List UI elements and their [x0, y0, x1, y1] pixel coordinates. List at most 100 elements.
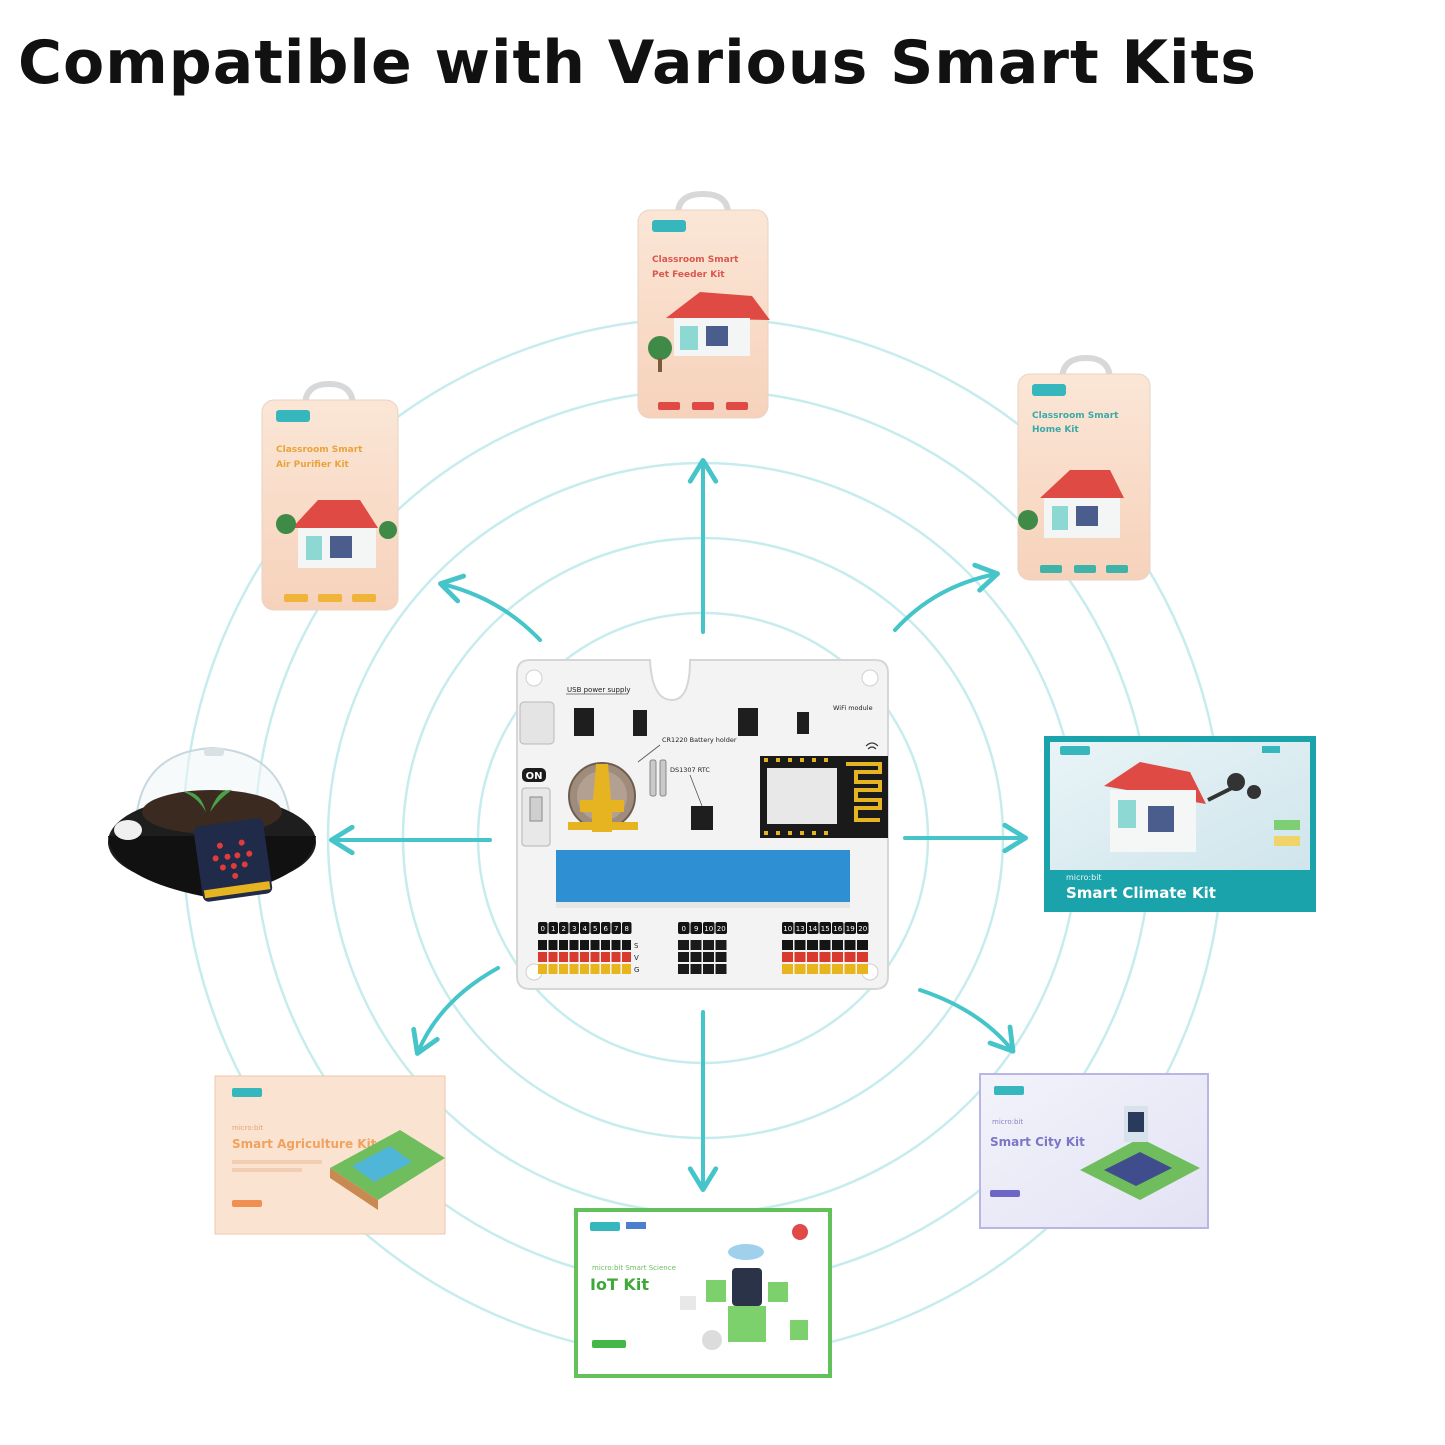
pin-label: 9 [694, 925, 698, 933]
header-pin [580, 964, 589, 974]
pin-box [715, 922, 727, 934]
pin-box [622, 922, 632, 934]
on-label: ON [526, 771, 543, 782]
header-pin [794, 940, 806, 950]
header-pin [703, 952, 714, 962]
smart-agriculture-name: Smart Agriculture Kit [232, 1137, 377, 1151]
header-pin [844, 940, 856, 950]
kit-iot: micro:bit Smart Science IoT Kit [574, 1208, 832, 1378]
header-pin [715, 952, 727, 962]
header-pin [819, 952, 831, 962]
header-pin [622, 940, 631, 950]
pin-box [807, 922, 819, 934]
header-pin [569, 952, 579, 962]
smart-climate-small: micro:bit [1066, 873, 1102, 882]
microbit-slot [556, 850, 850, 902]
pin-box [690, 922, 702, 934]
smart-city-small: micro:bit [992, 1118, 1023, 1126]
center-board: USB power supply ON CR1220 Battery holde… [516, 659, 889, 990]
arrows [329, 458, 1028, 1192]
header-pin [844, 952, 856, 962]
header-pin [703, 940, 714, 950]
pin-box [559, 922, 569, 934]
arrow-upper-right [893, 562, 1000, 632]
pin-box [601, 922, 611, 934]
pin-box [611, 922, 621, 934]
header-pin [782, 964, 793, 974]
iot-small: micro:bit Smart Science [592, 1264, 676, 1272]
pin-box [819, 922, 831, 934]
pin-label: 15 [821, 925, 830, 933]
header-pin [590, 964, 600, 974]
header-pin [569, 964, 579, 974]
smart-home-title-1: Classroom Smart [1032, 411, 1119, 421]
header-pin [622, 952, 631, 962]
microbit-display [193, 818, 273, 902]
kit-smart-city: micro:bit Smart City Kit [979, 1073, 1209, 1229]
header-pin [611, 964, 621, 974]
header-pin [807, 940, 818, 950]
arrow-lower-right [918, 988, 1016, 1054]
pin-label: 0 [541, 925, 545, 933]
iot-name: IoT Kit [590, 1275, 649, 1294]
header-pin [569, 940, 579, 950]
header-pin [794, 952, 806, 962]
pin-label: 10 [783, 925, 792, 933]
pin-label: 20 [717, 925, 726, 933]
pin-label: 5 [593, 925, 597, 933]
header-pin [601, 940, 610, 950]
header-pin [832, 964, 843, 974]
svg-text:S: S [634, 942, 639, 950]
pin-box [569, 922, 579, 934]
pin-label: 7 [614, 925, 618, 933]
header-pin [857, 964, 868, 974]
pin-label: 16 [833, 925, 842, 933]
pin-label: 0 [682, 925, 686, 933]
pin-label: 2 [562, 925, 566, 933]
pin-label: 6 [604, 925, 609, 933]
pin-box [580, 922, 590, 934]
kit-air-purifier: Classroom Smart Air Purifier Kit [261, 380, 399, 611]
header-pin [601, 964, 610, 974]
header-pin [690, 952, 702, 962]
pin-label: 14 [808, 925, 817, 933]
header-pin [559, 940, 568, 950]
header-pin [559, 964, 568, 974]
header-pin [857, 940, 868, 950]
header-pin [538, 952, 547, 962]
kit-smart-climate: micro:bit Smart Climate Kit [1044, 736, 1316, 912]
pin-box [794, 922, 806, 934]
header-pin [678, 964, 689, 974]
pin-box [782, 922, 794, 934]
header-pin [690, 940, 702, 950]
header-pin [690, 964, 702, 974]
pet-feeder-title-2: Pet Feeder Kit [652, 270, 725, 280]
rtc-chip [691, 806, 713, 830]
header-pin [715, 964, 727, 974]
pin-label: 10 [704, 925, 713, 933]
smart-climate-name: Smart Climate Kit [1066, 884, 1216, 902]
smart-city-name: Smart City Kit [990, 1135, 1085, 1149]
header-pin [678, 952, 689, 962]
header-pin [857, 952, 868, 962]
pin-box [590, 922, 600, 934]
pin-box [548, 922, 558, 934]
page-title: Compatible with Various Smart Kits [18, 28, 1258, 98]
header-pin [832, 940, 843, 950]
rtc-label: DS1307 RTC [670, 766, 710, 774]
header-pin [590, 940, 600, 950]
pin-label: 4 [583, 925, 588, 933]
on-switch-label-bg [522, 768, 546, 782]
pin-box [703, 922, 715, 934]
header-pin [703, 964, 714, 974]
pin-label: 8 [625, 925, 629, 933]
header-pin [548, 952, 558, 962]
header-pin [611, 940, 621, 950]
pin-label: 20 [858, 925, 867, 933]
smart-home-title-2: Home Kit [1032, 425, 1079, 435]
header-pin [819, 964, 831, 974]
header-pin [844, 964, 856, 974]
header-pin [590, 952, 600, 962]
header-pin [782, 952, 793, 962]
